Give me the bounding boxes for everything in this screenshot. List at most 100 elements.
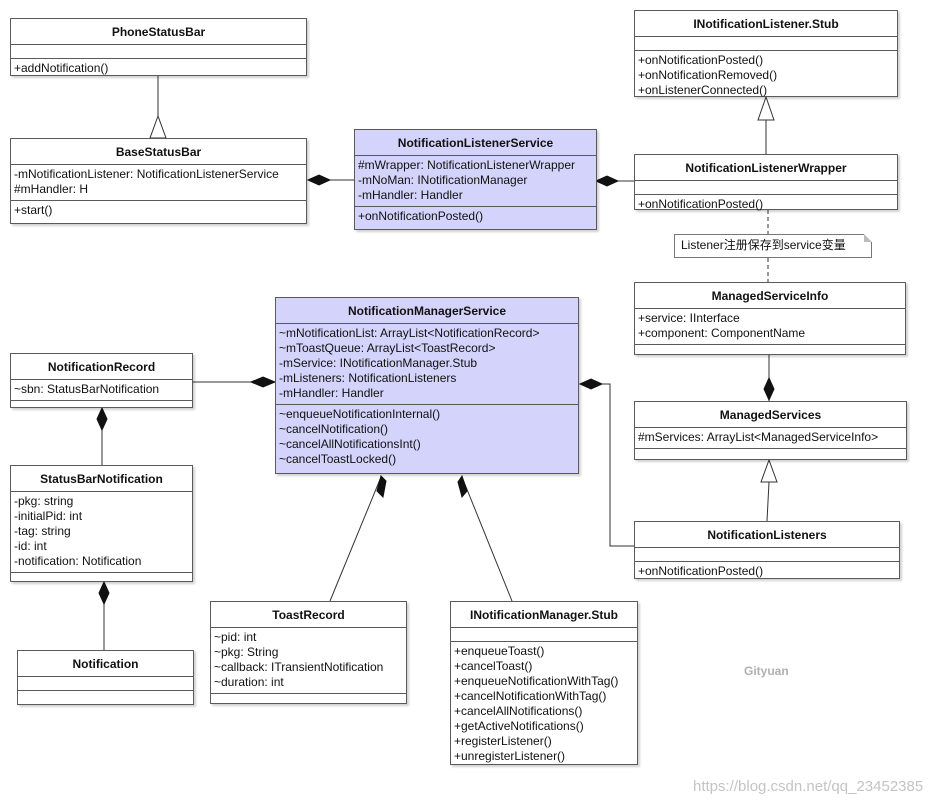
attribute: #mWrapper: NotificationListenerWrapper bbox=[358, 158, 575, 172]
attributes-section: -pkg: string -initialPid: int -tag: stri… bbox=[11, 491, 192, 572]
attribute: -tag: string bbox=[14, 524, 71, 538]
class-name: ManagedServiceInfo bbox=[711, 289, 829, 303]
operations-section: +onNotificationPosted() +onNotificationR… bbox=[635, 50, 897, 101]
class-status-bar-notification: StatusBarNotification -pkg: string -init… bbox=[10, 465, 193, 582]
class-notification-record: NotificationRecord ~sbn: StatusBarNotifi… bbox=[10, 353, 193, 408]
class-name: ManagedServices bbox=[719, 408, 822, 422]
class-name: BaseStatusBar bbox=[115, 145, 202, 159]
operations-section: +onNotificationPosted() bbox=[635, 194, 897, 215]
operations-section bbox=[635, 448, 906, 462]
class-notification-manager-service: NotificationManagerService ~mNotificatio… bbox=[275, 297, 579, 474]
operation: +onNotificationRemoved() bbox=[638, 68, 778, 82]
operations-section: +onNotificationPosted() bbox=[355, 206, 596, 227]
composition-line-nms-listeners bbox=[580, 383, 634, 547]
class-notification: Notification bbox=[17, 650, 194, 705]
attribute: ~pid: int bbox=[214, 630, 257, 644]
attribute: -mHandler: Handler bbox=[358, 188, 463, 202]
attribute: -initialPid: int bbox=[14, 509, 83, 523]
class-notification-listeners: NotificationListeners +onNotificationPos… bbox=[634, 521, 900, 579]
operations-section: +onNotificationPosted() bbox=[635, 561, 899, 582]
operation: +enqueueToast() bbox=[454, 644, 545, 658]
attribute: ~sbn: StatusBarNotification bbox=[14, 382, 160, 396]
class-name: Notification bbox=[72, 657, 139, 671]
class-name: NotificationManagerService bbox=[347, 304, 507, 318]
operation: +cancelToast() bbox=[454, 659, 533, 673]
class-phone-status-bar: PhoneStatusBar +addNotification() bbox=[10, 18, 307, 76]
diamond-nms-toast bbox=[376, 475, 387, 499]
class-name: StatusBarNotification bbox=[40, 472, 163, 486]
diamond-basestatusbar bbox=[306, 174, 332, 186]
operation: ~enqueueNotificationInternal() bbox=[279, 407, 441, 421]
attributes-section: #mServices: ArrayList<ManagedServiceInfo… bbox=[635, 427, 906, 448]
attributes-section: ~pid: int ~pkg: String ~callback: ITrans… bbox=[211, 627, 406, 693]
attribute: -mHandler: Handler bbox=[279, 386, 384, 400]
class-name: ToastRecord bbox=[272, 608, 345, 622]
operation: +registerListener() bbox=[454, 734, 552, 748]
operations-section bbox=[18, 690, 193, 704]
diamond-record-sbn bbox=[96, 406, 108, 432]
author-watermark: Gityuan bbox=[744, 664, 789, 678]
operations-section bbox=[211, 693, 406, 707]
class-name: INotificationListener.Stub bbox=[693, 17, 839, 31]
attribute: ~callback: ITransientNotification bbox=[214, 660, 384, 674]
composition-line-nms-toast bbox=[329, 476, 382, 602]
attribute: -notification: Notification bbox=[14, 554, 142, 568]
class-name: NotificationListenerWrapper bbox=[685, 161, 847, 175]
note-listener-registration: Listener注册保存到service变量 bbox=[674, 234, 872, 258]
attributes-section: -mNotificationListener: NotificationList… bbox=[11, 164, 306, 200]
class-base-status-bar: BaseStatusBar -mNotificationListener: No… bbox=[10, 138, 307, 224]
attribute: ~mNotificationList: ArrayList<Notificati… bbox=[279, 326, 540, 340]
attribute: -mListeners: NotificationListeners bbox=[279, 371, 457, 385]
generalization-arrow-stub bbox=[757, 95, 775, 121]
attribute: ~duration: int bbox=[214, 675, 284, 689]
attributes-section: ~sbn: StatusBarNotification bbox=[11, 379, 192, 400]
attribute: ~mToastQueue: ArrayList<ToastRecord> bbox=[279, 341, 496, 355]
class-managed-services: ManagedServices #mServices: ArrayList<Ma… bbox=[634, 401, 907, 460]
attributes-section: +service: IInterface +component: Compone… bbox=[635, 308, 905, 344]
attribute: -mService: INotificationManager.Stub bbox=[279, 356, 478, 370]
operation: ~cancelNotification() bbox=[279, 422, 389, 436]
attribute: +service: IInterface bbox=[638, 311, 740, 325]
class-notification-listener-service: NotificationListenerService #mWrapper: N… bbox=[354, 129, 597, 230]
generalization-arrow-phonestatusbar bbox=[149, 114, 167, 139]
attributes-section bbox=[635, 547, 899, 561]
attribute: -id: int bbox=[14, 539, 47, 553]
operations-section: +addNotification() bbox=[11, 58, 306, 79]
url-watermark: https://blog.csdn.net/qq_23452385 bbox=[693, 778, 924, 795]
operation: +cancelAllNotifications() bbox=[454, 704, 583, 718]
composition-line-nms-imstub bbox=[461, 476, 513, 602]
attribute: #mHandler: H bbox=[14, 182, 89, 196]
class-notification-listener-wrapper: NotificationListenerWrapper +onNotificat… bbox=[634, 154, 898, 211]
operation: +cancelNotificationWithTag() bbox=[454, 689, 607, 703]
class-name: PhoneStatusBar bbox=[111, 25, 206, 39]
operations-section bbox=[635, 344, 905, 358]
operation: +addNotification() bbox=[14, 61, 109, 75]
generalization-arrow-managedservices bbox=[760, 458, 778, 483]
note-text: Listener注册保存到service变量 bbox=[681, 238, 846, 252]
operations-section bbox=[11, 572, 192, 586]
class-toast-record: ToastRecord ~pid: int ~pkg: String ~call… bbox=[210, 601, 407, 704]
class-name: NotificationRecord bbox=[47, 360, 156, 374]
attributes-section bbox=[635, 180, 897, 194]
attribute: -pkg: string bbox=[14, 494, 74, 508]
operation: +enqueueNotificationWithTag() bbox=[454, 674, 619, 688]
attribute: -mNoMan: INotificationManager bbox=[358, 173, 528, 187]
class-managed-service-info: ManagedServiceInfo +service: IInterface … bbox=[634, 282, 906, 355]
diamond-nms-record bbox=[249, 376, 277, 388]
attributes-section bbox=[635, 36, 897, 50]
attribute: #mServices: ArrayList<ManagedServiceInfo… bbox=[638, 430, 879, 444]
operation: +start() bbox=[14, 203, 53, 217]
operation: ~cancelAllNotificationsInt() bbox=[279, 437, 421, 451]
class-name: NotificationListenerService bbox=[397, 136, 554, 150]
diamond-sbn-notification bbox=[98, 580, 110, 606]
operation: ~cancelToastLocked() bbox=[279, 452, 397, 466]
diamond-managedservices bbox=[763, 376, 775, 402]
operation: +onNotificationPosted() bbox=[638, 53, 764, 67]
attributes-section: #mWrapper: NotificationListenerWrapper -… bbox=[355, 155, 596, 206]
operations-section: +start() bbox=[11, 200, 306, 221]
operation: +onNotificationPosted() bbox=[358, 209, 484, 223]
diamond-nms-listeners bbox=[578, 378, 604, 390]
attributes-section: ~mNotificationList: ArrayList<Notificati… bbox=[276, 323, 578, 404]
operation: +unregisterListener() bbox=[454, 749, 566, 763]
